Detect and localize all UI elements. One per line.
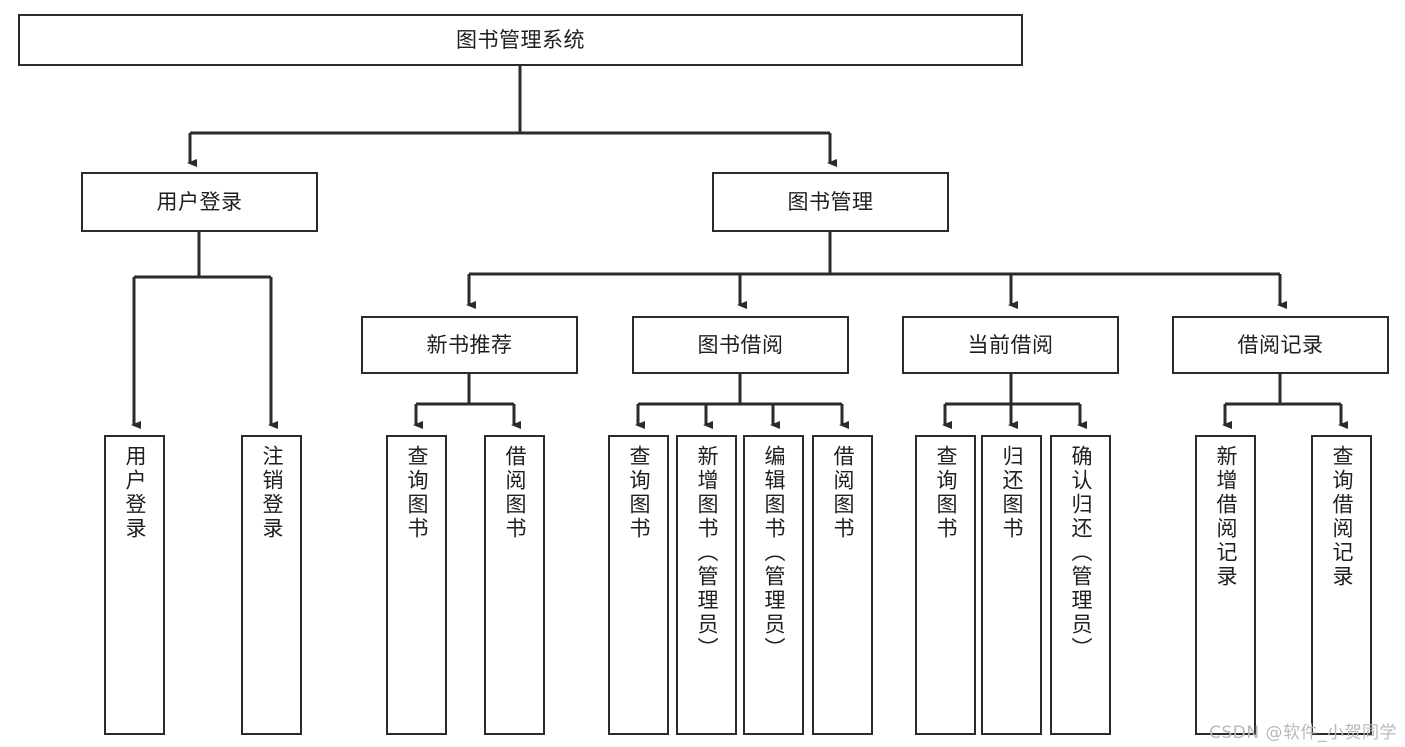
node-borrow-record[interactable]: 借阅记录 (1172, 316, 1389, 374)
node-current-borrow[interactable]: 当前借阅 (902, 316, 1119, 374)
node-label: 图书管理 (787, 189, 874, 214)
node-label: 查询图书 (627, 445, 651, 541)
node-user-login[interactable]: 用户登录 (81, 172, 318, 232)
leaf-logout-login[interactable]: 注销登录 (241, 435, 302, 735)
node-root-book-management-system[interactable]: 图书管理系统 (18, 14, 1023, 66)
node-label: 图书借阅 (697, 332, 784, 357)
node-label: 确认归还（管理员） (1069, 445, 1093, 661)
node-book-management[interactable]: 图书管理 (712, 172, 949, 232)
leaf-query-book-borrow[interactable]: 查询图书 (608, 435, 669, 735)
node-label: 借阅图书 (831, 445, 855, 541)
node-label: 新书推荐 (426, 332, 513, 357)
node-label: 查询图书 (934, 445, 958, 541)
node-new-book-recommend[interactable]: 新书推荐 (361, 316, 578, 374)
node-label: 注销登录 (260, 445, 284, 541)
csdn-watermark: CSDN @软件_小贺同学 (1209, 723, 1397, 743)
leaf-user-login[interactable]: 用户登录 (104, 435, 165, 735)
node-label: 新增借阅记录 (1214, 445, 1238, 589)
node-label: 查询图书 (405, 445, 429, 541)
leaf-confirm-return-admin[interactable]: 确认归还（管理员） (1050, 435, 1111, 735)
node-label: 借阅图书 (503, 445, 527, 541)
leaf-add-borrow-record[interactable]: 新增借阅记录 (1195, 435, 1256, 735)
leaf-query-borrow-record[interactable]: 查询借阅记录 (1311, 435, 1372, 735)
node-label: 归还图书 (1000, 445, 1024, 541)
node-label: 用户登录 (156, 189, 243, 214)
leaf-borrow-book-recommend[interactable]: 借阅图书 (484, 435, 545, 735)
node-label: 编辑图书（管理员） (762, 445, 786, 661)
node-label: 新增图书（管理员） (695, 445, 719, 661)
leaf-query-book-recommend[interactable]: 查询图书 (386, 435, 447, 735)
leaf-query-book-current[interactable]: 查询图书 (915, 435, 976, 735)
leaf-edit-book-admin[interactable]: 编辑图书（管理员） (743, 435, 804, 735)
node-label: 查询借阅记录 (1330, 445, 1354, 589)
leaf-add-book-admin[interactable]: 新增图书（管理员） (676, 435, 737, 735)
node-label: 当前借阅 (967, 332, 1054, 357)
node-label: 用户登录 (123, 445, 147, 541)
node-label: 图书管理系统 (456, 27, 585, 52)
leaf-return-book[interactable]: 归还图书 (981, 435, 1042, 735)
node-book-borrow[interactable]: 图书借阅 (632, 316, 849, 374)
leaf-borrow-book[interactable]: 借阅图书 (812, 435, 873, 735)
node-label: 借阅记录 (1237, 332, 1324, 357)
